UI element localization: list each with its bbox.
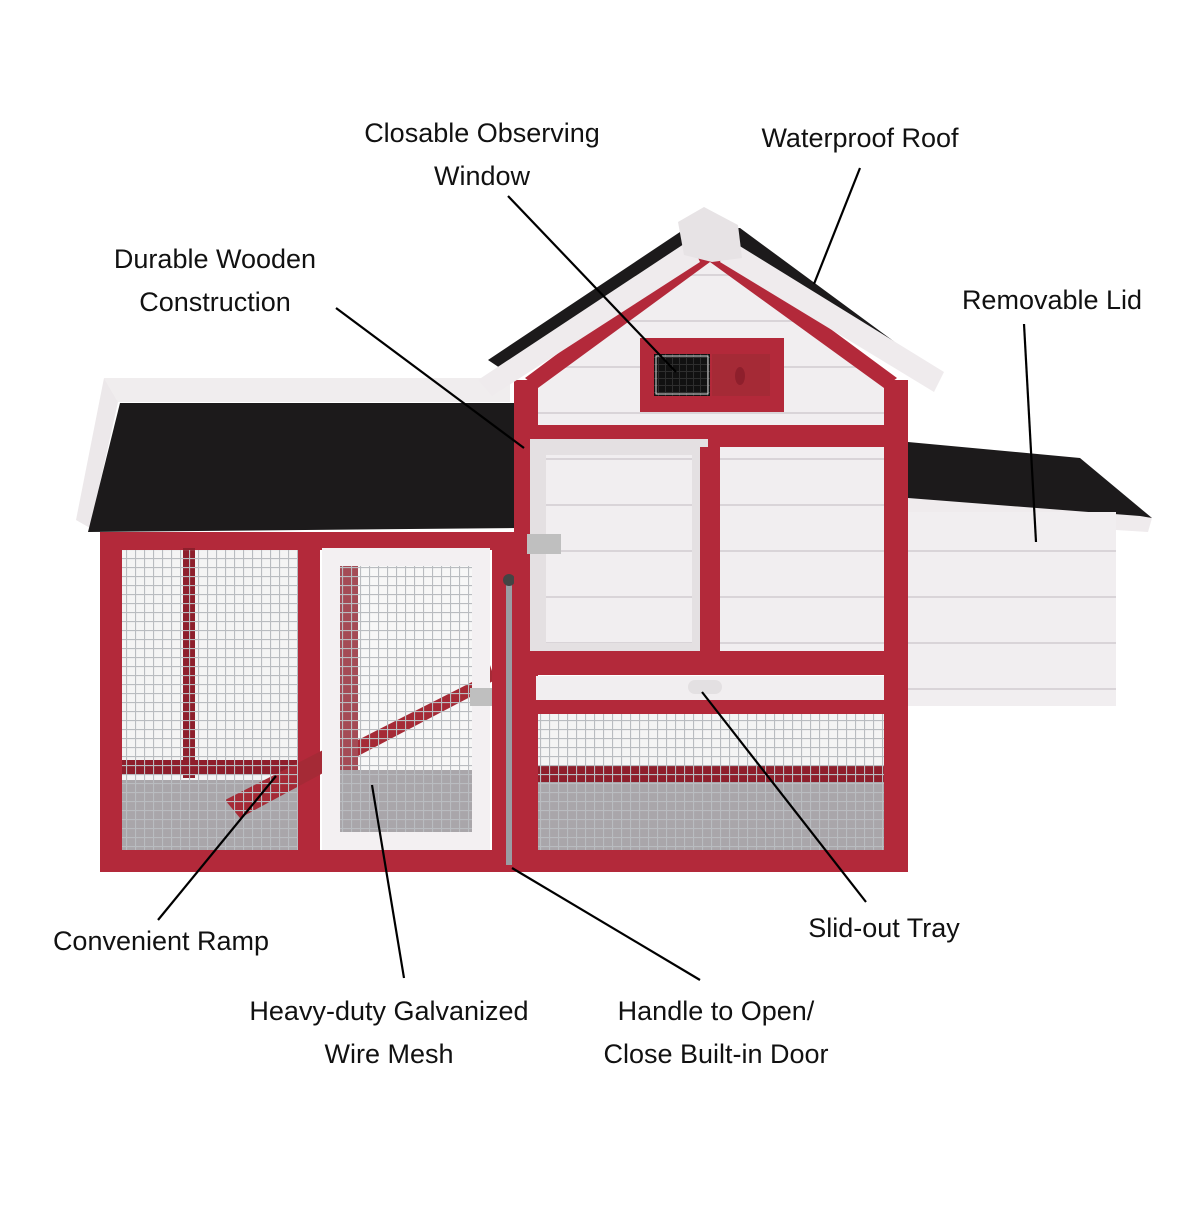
leader-tray: [701, 691, 867, 903]
callout-observing-window: Closable Observing Window: [364, 118, 600, 191]
main-roof: [488, 228, 930, 378]
nest-access-door: [538, 447, 700, 651]
door-handle-rod: [506, 580, 512, 865]
leader-ramp: [157, 775, 277, 921]
removable-lid: [908, 442, 1152, 518]
nest-box: [908, 442, 1152, 706]
roof-ridge-cap: [678, 207, 742, 262]
leader-handle: [511, 867, 701, 981]
callout-wooden-construction: Durable Wooden Construction: [113, 244, 317, 317]
main-house: [478, 207, 944, 872]
callout-removable-lid: Removable Lid: [961, 285, 1143, 315]
leader-lines: [157, 167, 1038, 981]
leader-lid: [1022, 323, 1038, 543]
leader-roof: [812, 167, 862, 285]
callout-wire-mesh: Heavy-duty Galvanized Wire Mesh: [249, 996, 529, 1069]
callout-waterproof-roof: Waterproof Roof: [761, 123, 959, 153]
callout-convenient-ramp: Convenient Ramp: [52, 926, 270, 956]
left-run-roof: [88, 403, 516, 532]
callout-door-handle: Handle to Open/ Close Built-in Door: [603, 996, 829, 1069]
wire-mesh-panel: [122, 550, 298, 850]
leader-window: [507, 195, 677, 373]
tray-handle: [688, 680, 722, 694]
leader-mesh: [370, 784, 406, 979]
leader-wood: [335, 307, 525, 449]
callout-slide-out-tray: Slid-out Tray: [808, 913, 960, 943]
left-run: [76, 378, 520, 872]
door-latch-house: [527, 534, 561, 554]
